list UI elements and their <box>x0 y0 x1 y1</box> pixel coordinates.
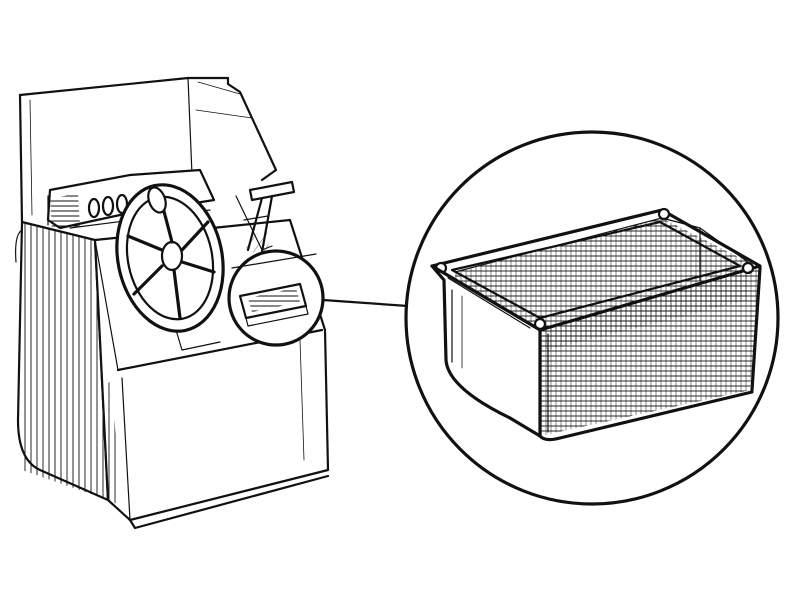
detail-callout-circle <box>227 249 325 347</box>
machine-body-left-face <box>15 220 110 502</box>
windshield-glass <box>18 76 278 224</box>
magnified-detail-circle <box>404 130 780 506</box>
throttle-lever <box>235 180 296 254</box>
steering-wheel <box>115 183 225 351</box>
machine-outline <box>15 76 330 530</box>
leader-line <box>321 298 410 308</box>
mesh-basket <box>430 207 762 442</box>
